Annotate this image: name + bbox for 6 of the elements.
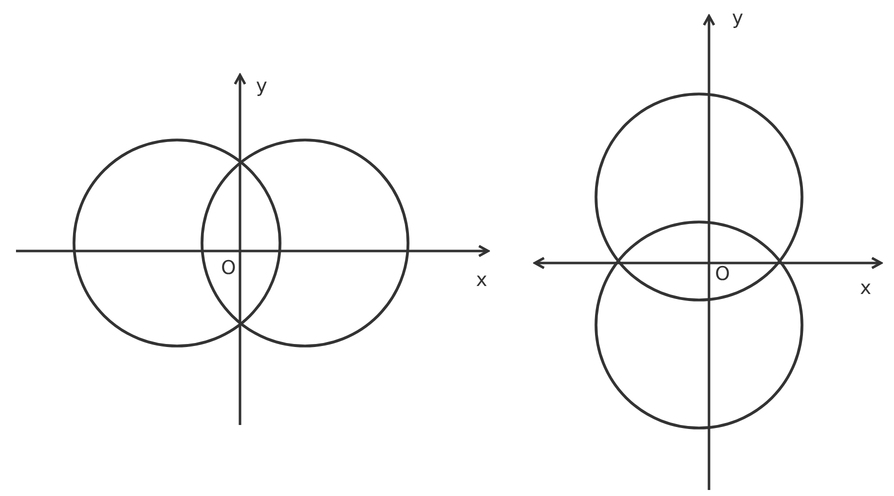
origin-label: O [221,258,236,278]
origin-label: O [715,264,730,284]
axis-label: y [732,8,744,28]
axis-label: x [476,270,488,290]
axis-label: x [860,278,872,298]
axis-label: y [256,76,268,96]
